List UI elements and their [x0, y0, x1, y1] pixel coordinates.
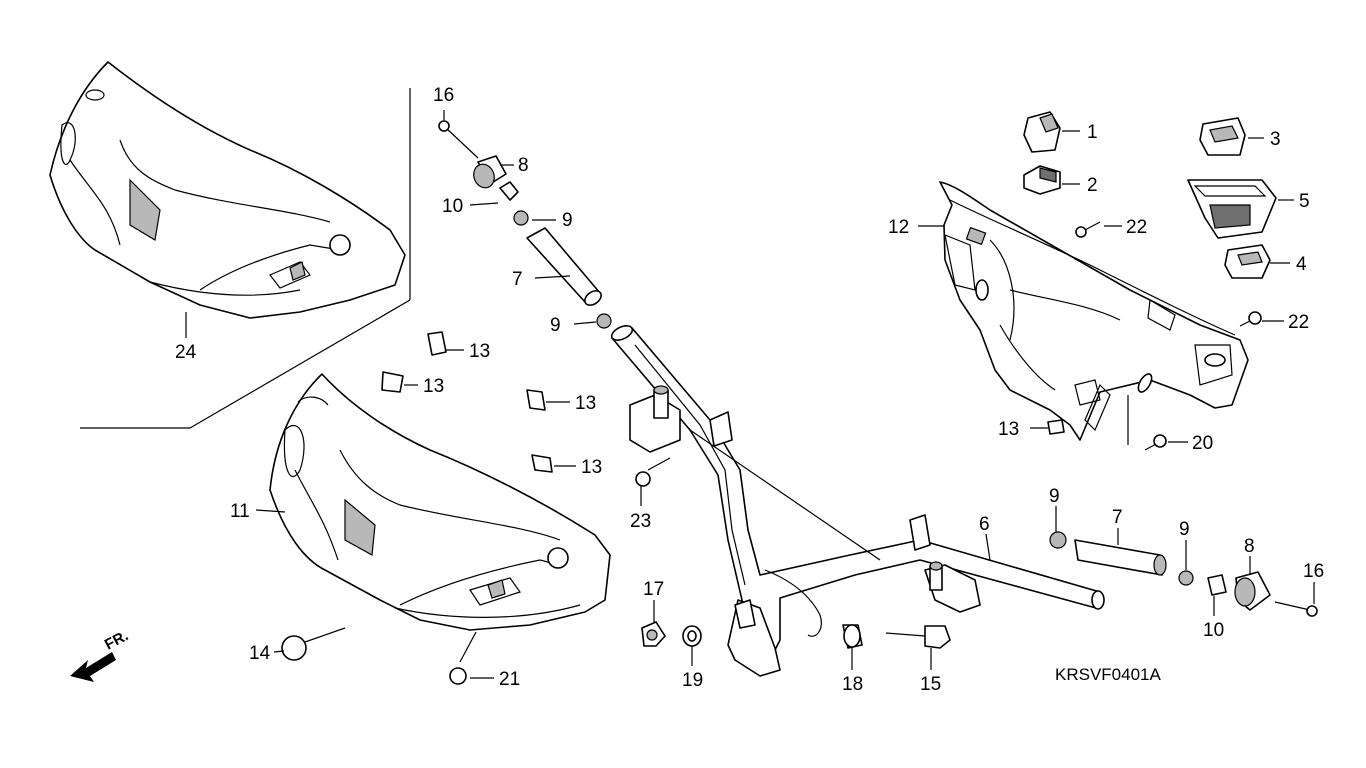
callout-19: 19	[682, 670, 703, 691]
callout-8: 8	[1244, 536, 1255, 557]
callout-16: 16	[433, 85, 454, 106]
fasteners	[281, 221, 1262, 685]
callout-22: 22	[1288, 312, 1309, 333]
callout-5: 5	[1299, 191, 1310, 212]
callout-2: 2	[1087, 175, 1098, 196]
callout-11: 11	[230, 501, 250, 522]
callout-6: 6	[979, 514, 990, 535]
callout-15: 15	[920, 674, 941, 695]
callout-21: 21	[499, 669, 520, 690]
callout-13: 13	[575, 393, 596, 414]
callout-9: 9	[562, 210, 573, 231]
callout-20: 20	[1192, 433, 1213, 454]
front-direction-marker: FR.	[70, 627, 131, 682]
callout-8: 8	[518, 155, 529, 176]
part-12-rear-cover	[939, 181, 1249, 445]
callout-9: 9	[1049, 486, 1060, 507]
svg-text:FR.: FR.	[102, 627, 131, 653]
callout-23: 23	[630, 511, 651, 532]
callout-10: 10	[442, 196, 463, 217]
callout-13: 13	[998, 419, 1019, 440]
callout-12: 12	[888, 217, 909, 238]
part-11-front-cover	[269, 373, 611, 631]
callout-4: 4	[1296, 254, 1307, 275]
callout-18: 18	[842, 674, 863, 695]
diagram-code: KRSVF0401A	[1055, 665, 1161, 684]
callout-3: 3	[1270, 129, 1281, 150]
callout-7: 7	[1112, 507, 1123, 528]
callout-22: 22	[1126, 217, 1147, 238]
callout-14: 14	[249, 643, 271, 664]
part-6-handlebar	[610, 325, 1105, 677]
callout-13: 13	[469, 341, 490, 362]
callout-24: 24	[175, 342, 197, 363]
small-hardware	[641, 621, 951, 649]
callout-16: 16	[1303, 561, 1324, 582]
part-24-front-cover	[49, 61, 406, 319]
callout-10: 10	[1203, 620, 1224, 641]
callout-13: 13	[423, 376, 444, 397]
callout-9: 9	[550, 315, 561, 336]
leader-lines	[185, 110, 1315, 679]
callout-labels: 16 8 10 9 7 9 1 2 3 5 4 12 22 22 13 20 2…	[175, 85, 1324, 695]
callout-17: 17	[643, 579, 664, 600]
callout-13: 13	[581, 457, 602, 478]
callout-1: 1	[1087, 122, 1098, 143]
inset-frame	[80, 88, 411, 429]
callout-9: 9	[1179, 519, 1190, 540]
switch-parts	[1023, 111, 1277, 279]
callout-7: 7	[512, 269, 523, 290]
right-bar-end-assembly	[1049, 531, 1318, 617]
left-bar-end-assembly	[438, 120, 612, 329]
